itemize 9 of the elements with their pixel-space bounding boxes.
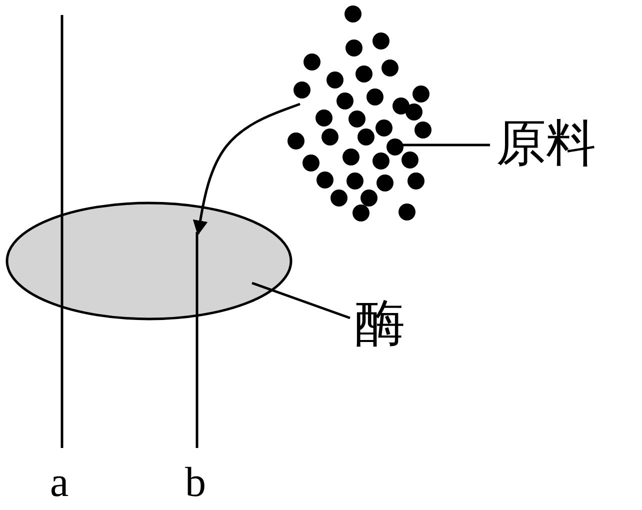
line-label: a: [50, 462, 69, 504]
particle-cluster-drawing: [288, 6, 432, 222]
enzyme-label: 酶: [355, 298, 405, 348]
leader-line: [252, 282, 350, 320]
raw-material-label: 原料: [496, 118, 596, 168]
enzyme-ellipse: [6, 202, 292, 320]
leader-line: [402, 144, 490, 146]
curved-arrow: [192, 102, 300, 236]
line-label: b: [185, 462, 206, 504]
